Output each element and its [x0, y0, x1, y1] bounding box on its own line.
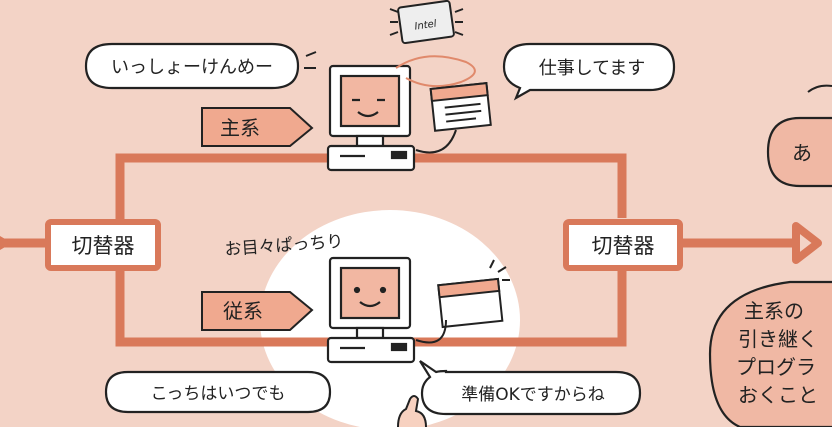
bubble-working-text: 仕事してます [539, 58, 646, 79]
standby-role-label: 従系 [223, 299, 263, 323]
cpu-chip-icon: Intel [389, 0, 464, 45]
right-note-bubble: 主系の 引き継く プログラ おくこと [708, 280, 832, 427]
primary-role-label: 主系 [220, 116, 260, 140]
bubble-anytime-text: こっちはいつでも [151, 384, 286, 404]
switch-left: 切替器 [45, 219, 161, 271]
left-input-arrow [0, 236, 12, 250]
right-note-line-1: 主系の [744, 299, 804, 323]
bubble-anytime: こっちはいつでも [104, 370, 332, 414]
standby-role-tag: 従系 [201, 291, 314, 331]
standby-computer [326, 256, 416, 364]
right-note-line-3: プログラ [736, 355, 816, 379]
right-bubble-top-text: あ [792, 141, 812, 165]
primary-role-tag: 主系 [201, 107, 314, 147]
sparkle-decoration [489, 259, 510, 281]
primary-computer [326, 64, 416, 172]
standby-window-icon [437, 277, 504, 329]
swirl-decoration [395, 55, 476, 88]
switch-left-label: 切替器 [72, 234, 135, 258]
switch-right-label: 切替器 [592, 234, 655, 258]
primary-window-icon [429, 82, 492, 132]
right-output-arrow-head [792, 222, 822, 264]
primary-cable [415, 129, 457, 154]
right-note-line-2: 引き継く [738, 327, 818, 351]
bubble-janken-text: いっしょーけんめー [111, 57, 273, 78]
pointing-hand-icon [397, 395, 427, 427]
chip-brand: Intel [414, 19, 438, 33]
bubble-ready-text: 準備OKですからね [461, 385, 605, 405]
effort-marks [304, 51, 317, 69]
right-note-line-4: おくこと [738, 383, 818, 407]
bubble-janken: いっしょーけんめー [84, 42, 300, 90]
bubble-working: 仕事してます [502, 42, 676, 101]
right-bubble-top: あ [766, 116, 832, 188]
switch-right: 切替器 [563, 219, 683, 271]
right-bubble-top-tail [807, 84, 832, 93]
bubble-ready: 準備OKですからね [419, 360, 642, 416]
standby-cable [415, 319, 447, 344]
